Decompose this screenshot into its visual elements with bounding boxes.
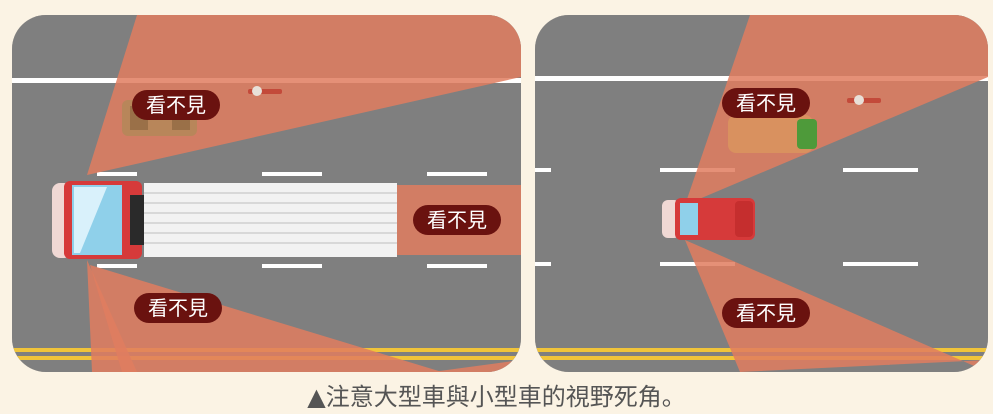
blind-zone-upper [685,15,988,205]
large-vehicle-panel: 看不見 看不見 看不見 [12,15,521,372]
blind-spot-label-rear: 看不見 [413,205,501,235]
small-vehicle-diagram [535,15,988,372]
blind-spot-label-lower: 看不見 [134,293,222,323]
blind-zones [87,15,521,372]
hidden-car [728,115,817,153]
blind-spot-label-lower: 看不見 [722,298,810,328]
small-car [662,198,755,240]
blind-zones [685,15,988,372]
blind-zone-lower [685,240,988,372]
cyclist [248,86,282,96]
caption: ▲注意大型車與小型車的視野死角。 [307,383,686,411]
large-vehicle-diagram [12,15,521,372]
blind-zone-front-upper [87,15,521,175]
truck [52,181,397,259]
blind-zone-lower-wedge [90,265,442,372]
small-vehicle-panel: 看不見 看不見 [535,15,988,372]
blind-spot-label-upper: 看不見 [722,88,810,118]
blind-spot-label-upper: 看不見 [132,90,220,120]
lane-dashes [97,172,487,268]
cyclist [847,95,881,105]
